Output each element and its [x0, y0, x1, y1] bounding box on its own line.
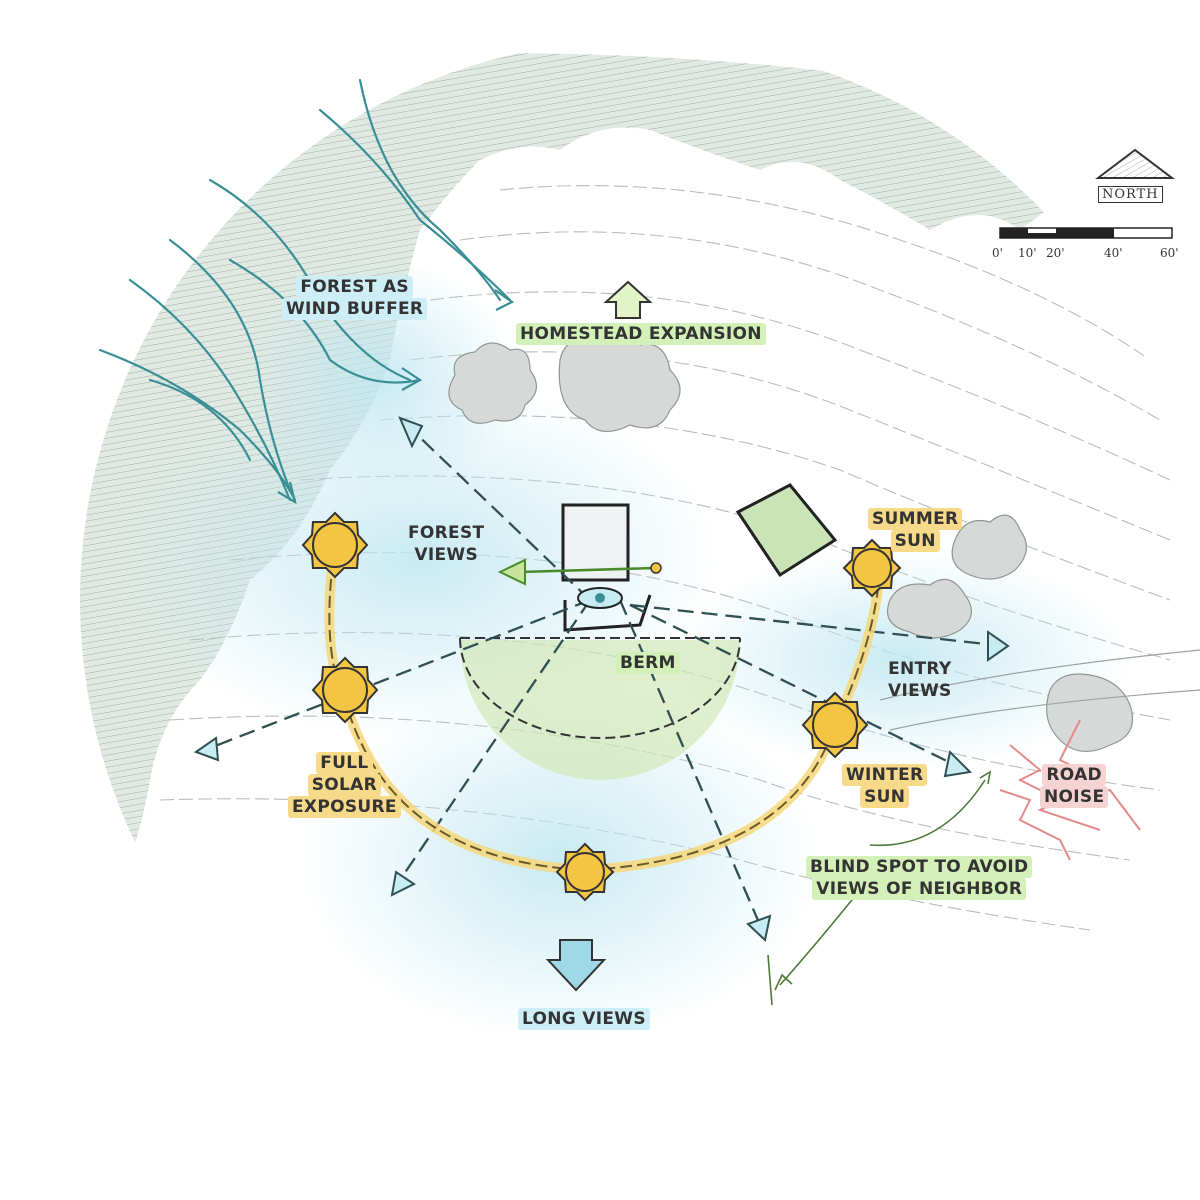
label-forest-views: FOREST VIEWS: [408, 523, 485, 565]
long-views-wash: [300, 680, 820, 1040]
scale-tick-0: 0': [992, 246, 1003, 260]
berm-edge: [459, 637, 741, 739]
view-arrowheads: [193, 416, 1010, 942]
label-winter-sun: WINTER SUN: [842, 764, 928, 808]
scale-bar: [999, 227, 1173, 239]
long-views-arrow-icon: [545, 939, 607, 992]
house-building: [561, 503, 630, 582]
label-full-solar-exposure: FULL SOLAR EXPOSURE: [288, 752, 401, 818]
outbuilding: [735, 483, 838, 578]
label-berm: BERM: [616, 652, 680, 674]
arrow-icon: [603, 280, 653, 319]
label-long-views: LONG VIEWS: [518, 1008, 650, 1030]
label-blind-spot: BLIND SPOT TO AVOID VIEWS OF NEIGHBOR: [806, 856, 1033, 900]
label-forest-wind-buffer: FOREST AS WIND BUFFER: [282, 276, 428, 320]
road-edge: [879, 649, 1200, 701]
label-entry-views: ENTRY VIEWS: [888, 659, 952, 701]
scale-tick-10: 10': [1018, 246, 1037, 260]
label-homestead-expansion: HOMESTEAD EXPANSION: [516, 323, 766, 345]
wind-flows: [98, 78, 512, 502]
wind-arrowheads: [277, 289, 515, 505]
forest-views-arrow: [519, 566, 656, 574]
road-edge-2: [889, 689, 1200, 731]
north-arrow-icon: [1095, 148, 1175, 179]
north-label: NORTH: [1098, 186, 1163, 203]
eye-icon: [577, 587, 623, 609]
entry-views-wash: [670, 550, 1130, 770]
tree-clumps: [448, 330, 1134, 752]
label-summer-sun: SUMMER SUN: [868, 508, 963, 552]
sun-icon: [301, 511, 902, 902]
scale-tick-40: 40': [1104, 246, 1123, 260]
berm-area: [460, 640, 740, 780]
scale-tick-60: 60': [1160, 246, 1179, 260]
forest-mass: [80, 53, 1060, 880]
wind-wash: [240, 260, 520, 500]
label-road-noise: ROAD NOISE: [1040, 764, 1109, 808]
scale-tick-20: 20': [1046, 246, 1065, 260]
